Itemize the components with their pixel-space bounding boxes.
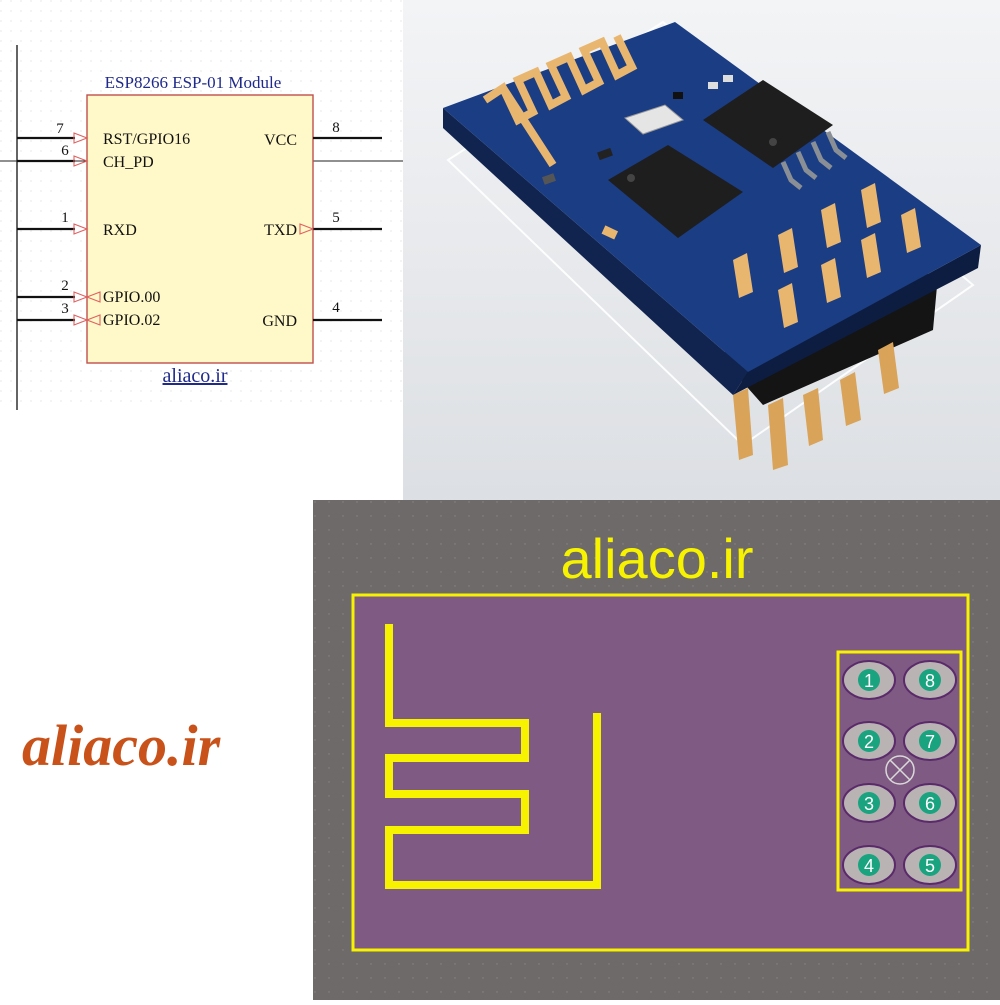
pin-3: 3 GPIO.02 (17, 301, 160, 329)
antenna-trace (482, 34, 638, 126)
antenna-feed (499, 85, 557, 168)
pin-number: 8 (332, 120, 340, 136)
schematic-drawing: ESP8266 ESP-01 Module 7 RST/GPIO16 6 CH_… (0, 0, 403, 410)
pin-number: 6 (61, 143, 69, 159)
pad-3: 3 (842, 783, 896, 823)
pin-label: VCC (264, 132, 297, 149)
center-marker-icon (885, 755, 915, 785)
board-edge-right (733, 245, 981, 395)
pad-number: 6 (925, 794, 935, 814)
pin-label: TXD (264, 222, 297, 239)
pin-5: 5 TXD (264, 210, 382, 239)
flash-chip-legs (780, 130, 848, 190)
board-edge-left (443, 108, 748, 395)
upper-pins (733, 183, 921, 328)
pin-label: GPIO.00 (103, 289, 160, 306)
pad-number: 2 (864, 732, 874, 752)
pad-4: 4 (842, 845, 896, 885)
esp8266-chip (608, 145, 743, 238)
chip-pin1-dot (627, 174, 635, 182)
pcb-drawing: aliaco.ir 1 8 2 7 (313, 500, 1000, 1000)
pcb-board-outline (351, 593, 970, 952)
pad-number: 1 (864, 671, 874, 691)
pin-1: 1 RXD (17, 210, 137, 239)
lower-pins (733, 342, 899, 470)
pad-number: 4 (864, 856, 874, 876)
pin-label: GPIO.02 (103, 312, 160, 329)
schematic-panel: ESP8266 ESP-01 Module 7 RST/GPIO16 6 CH_… (0, 0, 403, 410)
pad-5: 5 (903, 845, 957, 885)
brand-watermark: aliaco.ir (22, 713, 221, 778)
brand-panel: aliaco.ir (0, 690, 300, 800)
pin-6: 6 CH_PD (17, 143, 154, 171)
pin-number: 7 (56, 121, 64, 137)
flash-chip-dot (769, 138, 777, 146)
pin-2: 2 GPIO.00 (17, 278, 160, 306)
pin-label: GND (262, 313, 297, 330)
pin-4: 4 GND (262, 300, 382, 330)
pad-number: 7 (925, 732, 935, 752)
flash-chip (703, 80, 833, 168)
connector-outline (836, 650, 963, 892)
pad-8: 8 (903, 660, 957, 700)
pcb-title: aliaco.ir (561, 527, 754, 590)
pin-label: RST/GPIO16 (103, 131, 190, 148)
pad-7: 7 (903, 721, 957, 761)
schematic-watermark: aliaco.ir (163, 365, 228, 387)
pad-2: 2 (842, 721, 896, 761)
smd-components (541, 75, 733, 240)
pcb-layout-panel: aliaco.ir 1 8 2 7 (313, 500, 1000, 1000)
pad-number: 5 (925, 856, 935, 876)
pcb-antenna-trace (385, 624, 601, 889)
crystal (624, 104, 684, 135)
module-title: ESP8266 ESP-01 Module (105, 73, 282, 92)
module-body (86, 94, 314, 364)
pin-number: 1 (61, 210, 69, 226)
pin-number: 4 (332, 300, 340, 316)
pad-number: 8 (925, 671, 935, 691)
pin-8: 8 VCC (264, 120, 382, 149)
pad-6: 6 (903, 783, 957, 823)
pin-number: 5 (332, 210, 340, 226)
pin-label: CH_PD (103, 154, 154, 171)
pad-number: 3 (864, 794, 874, 814)
render-3d-panel (403, 0, 1000, 500)
pad-1: 1 (842, 660, 896, 700)
pin-7: 7 RST/GPIO16 (17, 121, 190, 148)
module-3d-render (443, 20, 981, 470)
pin-number: 3 (61, 301, 69, 317)
pin-number: 2 (61, 278, 69, 294)
pin-label: RXD (103, 222, 137, 239)
